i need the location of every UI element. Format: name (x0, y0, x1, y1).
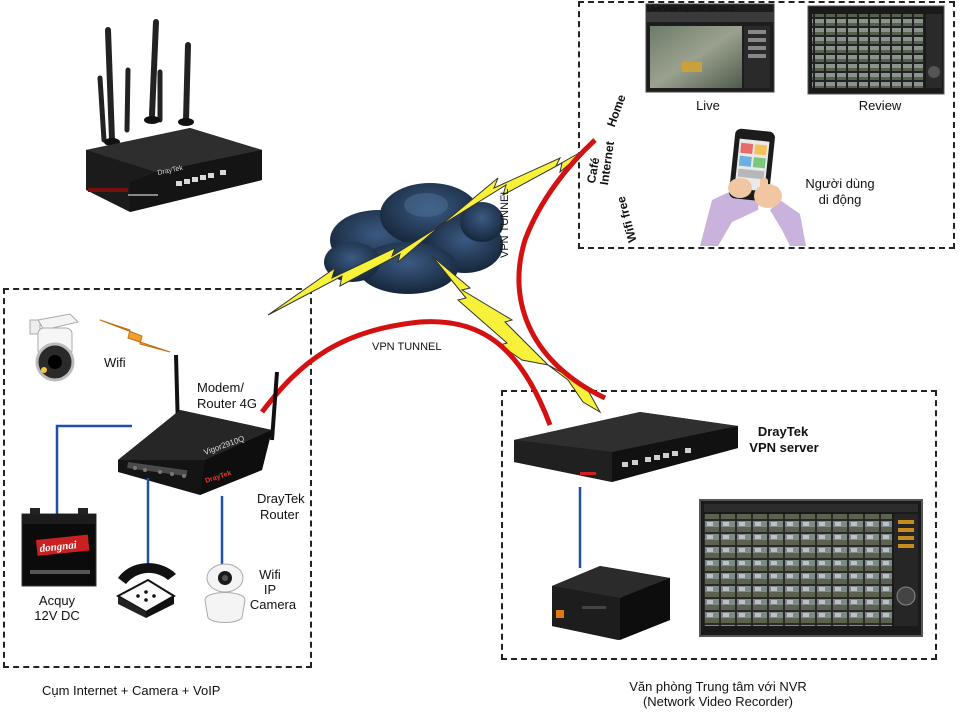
vpn-tunnel-label-left: VPN TUNNEL (372, 341, 442, 353)
camera-label-line2: IP (263, 582, 277, 597)
4g-router-image (118, 354, 279, 495)
left-cables (55, 424, 224, 572)
telephone-image (115, 563, 176, 618)
left-cluster-caption: Cụm Internet + Camera + VoIP (42, 683, 221, 698)
mobile-user-image (700, 128, 806, 246)
office-caption-line1: Văn phòng Trung tâm với NVR (629, 679, 807, 694)
mobile-box (578, 1, 955, 249)
vpn-tunnel-label-right: VPN TUNNEL (499, 188, 511, 258)
review-screen-image (807, 5, 945, 95)
draytek-router-label-line2: Router (260, 507, 300, 522)
battery-brand: dongnai (39, 539, 78, 555)
battery-label-line2: 12V DC (34, 608, 80, 623)
nvr-box-image (552, 566, 670, 640)
top-router-image (86, 19, 262, 212)
nvr-monitor-image (699, 499, 923, 637)
battery-label-line1: Acquy (38, 593, 76, 608)
live-label: Live (696, 98, 720, 113)
left-cluster-box (3, 288, 312, 668)
live-view-screen-image (645, 3, 775, 93)
modem-label-line1: Modem/ (197, 380, 244, 395)
wifi-label: Wifi (104, 355, 126, 370)
modem-label-line2: Router 4G (197, 396, 257, 411)
battery-image (21, 508, 97, 587)
lightning-links (267, 147, 602, 414)
draytek-router-label-line1: DrayTek (257, 491, 305, 506)
live-view-url: http://192.168.100.11 (680, 7, 737, 13)
vpn-server-image (514, 412, 738, 482)
vpn-tunnels (260, 138, 607, 426)
camera-label-line1: Wifi (259, 567, 281, 582)
mobile-user-label-line1: Người dùng (805, 176, 875, 191)
wifi-ip-camera-image (204, 563, 246, 623)
internet-cloud (324, 183, 504, 294)
camera-label-line3: Camera (249, 597, 297, 612)
vpn-server-label-line1: DrayTek (757, 424, 809, 439)
live-view-title: Live View (647, 6, 679, 13)
review-label: Review (858, 98, 902, 113)
vpn-server-label-line2: VPN server (749, 440, 819, 455)
office-box (501, 390, 937, 660)
wifi-signal-icon (99, 319, 171, 353)
office-caption-line2: (Network Video Recorder) (642, 694, 794, 709)
ptz-camera-image (29, 313, 79, 382)
mobile-user-label-line2: di động (818, 192, 862, 207)
